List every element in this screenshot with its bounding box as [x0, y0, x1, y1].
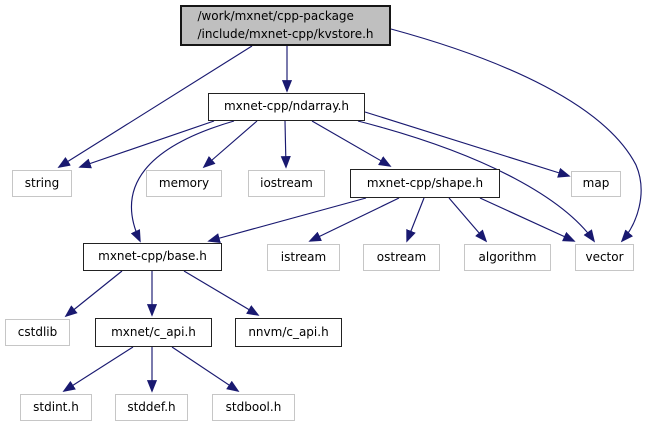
- edge-mxnet_c_api-to-stdbool: [171, 346, 240, 392]
- node-ndarray[interactable]: mxnet-cpp/ndarray.h: [208, 93, 365, 121]
- edge-shape-to-algorithm: [448, 197, 488, 243]
- edge-shape-to-vector: [479, 197, 576, 242]
- node-cstdlib: cstdlib: [5, 319, 70, 346]
- edge-mxnet_c_api-to-stdint: [62, 346, 134, 392]
- edge-ndarray-to-memory: [202, 120, 258, 169]
- node-stdint: stdint.h: [20, 394, 92, 421]
- edge-base-to-nnvm_c_api: [183, 270, 260, 316]
- node-string: string: [12, 170, 72, 197]
- edge-shape-to-ostream: [406, 197, 425, 243]
- edge-ndarray-to-shape: [311, 120, 392, 167]
- node-kvstore[interactable]: /work/mxnet/cpp-package /include/mxnet-c…: [180, 5, 391, 46]
- node-ostream: ostream: [363, 244, 440, 271]
- edge-kvstore-to-vector: [390, 28, 642, 243]
- edge-ndarray-to-string: [78, 120, 215, 169]
- edge-base-to-cstdlib: [64, 270, 123, 318]
- node-algorithm: algorithm: [464, 244, 551, 271]
- edge-shape-to-istream: [308, 197, 400, 242]
- node-mxnet_c_api[interactable]: mxnet/c_api.h: [95, 318, 212, 347]
- node-stdbool: stdbool.h: [212, 394, 295, 421]
- edge-shape-to-base: [207, 197, 367, 244]
- node-nnvm_c_api[interactable]: nnvm/c_api.h: [235, 318, 342, 347]
- node-memory: memory: [146, 170, 222, 197]
- node-vector: vector: [575, 244, 634, 271]
- node-stddef: stddef.h: [115, 394, 188, 421]
- node-map: map: [571, 171, 621, 197]
- node-iostream: iostream: [248, 170, 325, 197]
- edge-ndarray-to-iostream: [280, 120, 291, 169]
- edge-ndarray-to-map: [364, 111, 571, 178]
- node-base[interactable]: mxnet-cpp/base.h: [83, 243, 222, 271]
- node-shape[interactable]: mxnet-cpp/shape.h: [350, 169, 500, 198]
- node-istream: istream: [267, 244, 340, 271]
